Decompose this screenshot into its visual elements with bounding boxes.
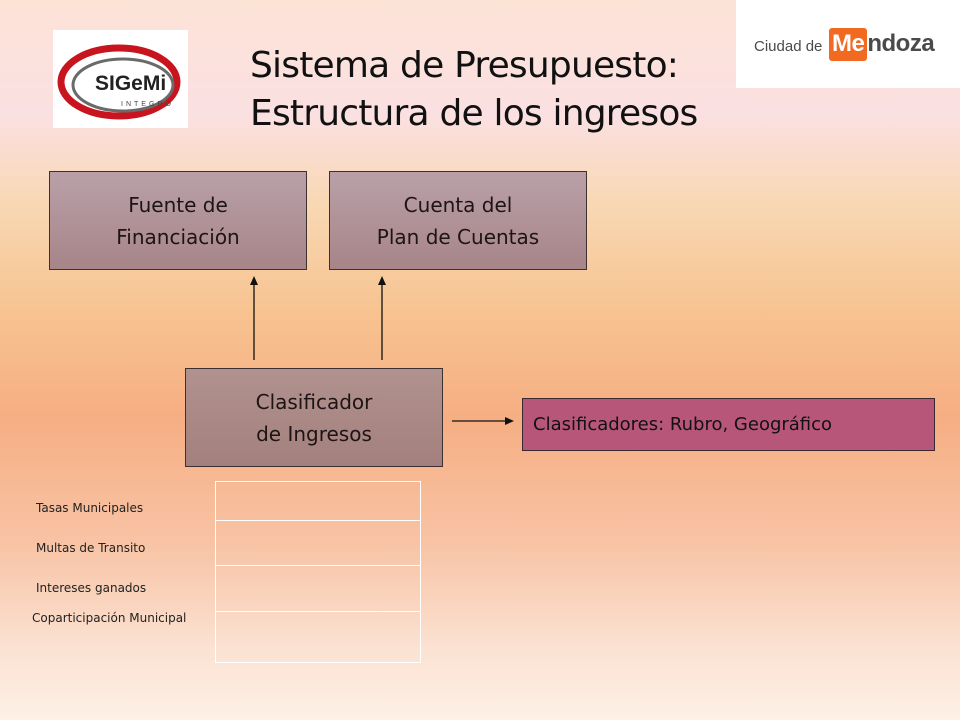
table-row-divider bbox=[216, 611, 420, 612]
title-line-2: Estructura de los ingresos bbox=[250, 93, 698, 134]
sigemi-logo-graphic: SIGeMi INTEGRO bbox=[57, 44, 181, 120]
page-title: Sistema de Presupuesto: Estructura de lo… bbox=[250, 42, 750, 138]
item-label-multas: Multas de Transito bbox=[36, 541, 146, 555]
clasificador-line-1: Clasificador bbox=[255, 389, 373, 414]
item-label-intereses: Intereses ganados bbox=[36, 581, 147, 595]
clasificadores-rubro-geografico-box: Clasificadores: Rubro, Geográfico bbox=[522, 398, 935, 451]
clasificador-line-2: de Ingresos bbox=[256, 421, 372, 446]
item-label-coparticipacion: Coparticipación Municipal bbox=[32, 611, 187, 625]
fuente-line-2: Financiación bbox=[116, 224, 240, 249]
table-row-divider bbox=[216, 520, 420, 521]
logo-brand-highlight: Me bbox=[829, 28, 868, 61]
title-line-1: Sistema de Presupuesto: bbox=[250, 45, 679, 86]
fuente-de-financiacion-box: Fuente de Financiación bbox=[49, 171, 307, 270]
sigemi-logo: SIGeMi INTEGRO bbox=[53, 30, 188, 128]
sigemi-logo-subtext: INTEGRO bbox=[121, 101, 174, 108]
ingresos-table bbox=[215, 481, 421, 663]
item-label-tasas: Tasas Municipales bbox=[36, 501, 144, 515]
fuente-line-1: Fuente de bbox=[128, 192, 228, 217]
cuenta-line-1: Cuenta del bbox=[403, 192, 513, 217]
sigemi-logo-text: SIGeMi bbox=[95, 72, 166, 95]
cuenta-plan-de-cuentas-box: Cuenta del Plan de Cuentas bbox=[329, 171, 587, 270]
clasificadores-text: Clasificadores: Rubro, Geográfico bbox=[533, 414, 833, 435]
clasificador-de-ingresos-box: Clasificador de Ingresos bbox=[185, 368, 443, 467]
logo-brand-rest: ndoza bbox=[867, 30, 935, 57]
table-row-divider bbox=[216, 565, 420, 566]
logo-city-text: Ciudad de bbox=[754, 38, 823, 55]
cuenta-line-2: Plan de Cuentas bbox=[376, 224, 540, 249]
